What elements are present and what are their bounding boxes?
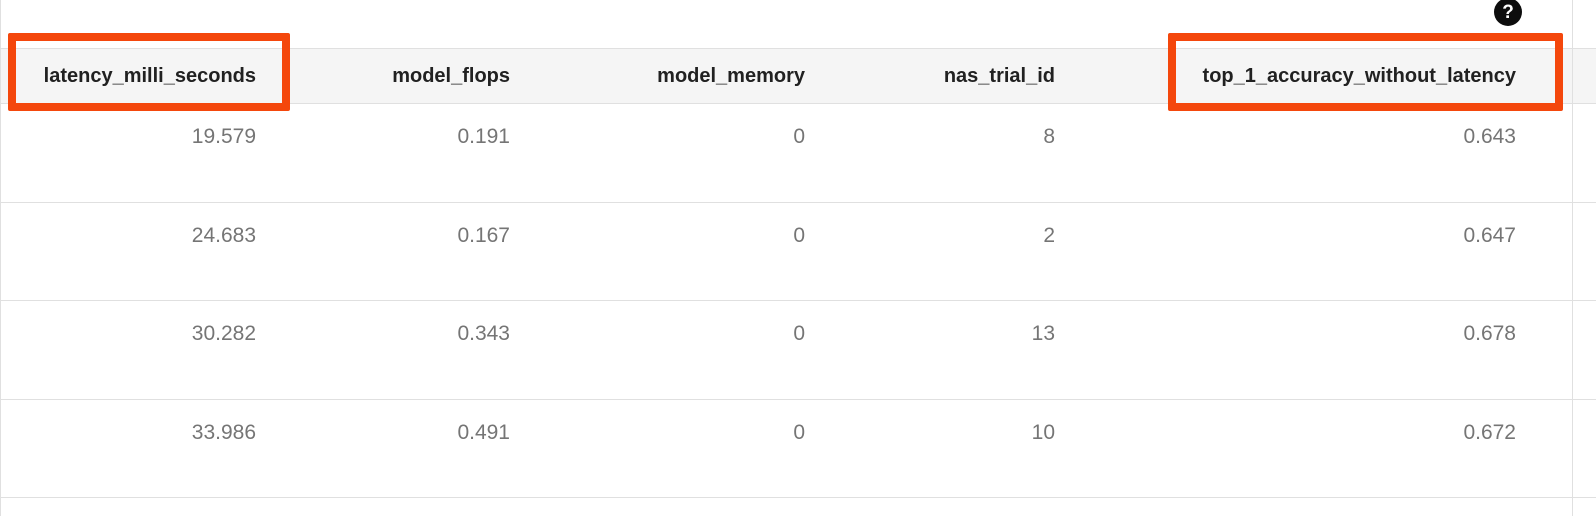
cell-top-1-accuracy: 0.643	[1463, 125, 1516, 148]
cell-model-flops: 0.191	[457, 125, 510, 148]
column-header-model-flops[interactable]: model_flops	[392, 65, 510, 87]
table-header-row: latency_milli_seconds model_flops model_…	[0, 48, 1596, 104]
cell-latency: 24.683	[191, 223, 256, 247]
column-header-nas-trial-id[interactable]: nas_trial_id	[943, 65, 1055, 87]
topbar: ?	[0, 0, 1596, 48]
table-row[interactable]: 33.986 0.491 0 10 0.672	[0, 399, 1596, 498]
cell-model-memory: 0	[793, 223, 805, 247]
cell-nas-trial-id: 10	[1031, 420, 1055, 444]
cell-overflow-sliver	[1573, 301, 1596, 399]
table-row[interactable]: 19.579 0.191 0 8 0.643	[0, 104, 1596, 203]
help-icon-glyph: ?	[1502, 1, 1514, 23]
table-row[interactable]: 30.282 0.343 0 13 0.678	[0, 301, 1596, 400]
cell-model-memory: 0	[793, 125, 805, 148]
table-left-boundary-line	[0, 0, 1, 516]
cell-model-memory: 0	[793, 420, 805, 444]
column-header-latency-milli-seconds[interactable]: latency_milli_seconds	[43, 65, 256, 87]
cell-top-1-accuracy: 0.647	[1463, 223, 1516, 247]
cell-top-1-accuracy: 0.672	[1463, 420, 1516, 444]
table-row-partial	[0, 498, 1596, 516]
cell-overflow-sliver	[1573, 203, 1596, 301]
help-icon[interactable]: ?	[1494, 0, 1522, 26]
column-header-model-memory[interactable]: model_memory	[657, 65, 805, 87]
cell-model-flops: 0.491	[457, 420, 510, 444]
cell-model-flops: 0.167	[457, 223, 510, 247]
cell-nas-trial-id: 13	[1031, 322, 1055, 345]
table-body: 19.579 0.191 0 8 0.643 24.683 0.167 0 2 …	[0, 104, 1596, 516]
table-row[interactable]: 24.683 0.167 0 2 0.647	[0, 202, 1596, 301]
cell-latency: 19.579	[191, 125, 256, 148]
table-right-boundary-line	[1572, 0, 1573, 516]
cell-latency: 33.986	[191, 420, 256, 444]
column-header-top-1-accuracy-without-latency[interactable]: top_1_accuracy_without_latency	[1202, 65, 1516, 87]
cell-latency: 30.282	[191, 322, 256, 345]
cell-model-flops: 0.343	[457, 322, 510, 345]
cell-nas-trial-id: 8	[1043, 125, 1055, 148]
cell-top-1-accuracy: 0.678	[1463, 322, 1516, 345]
cell-nas-trial-id: 2	[1043, 223, 1055, 247]
cell-model-memory: 0	[793, 322, 805, 345]
cell-overflow-sliver	[1573, 400, 1596, 498]
column-header-overflow-sliver	[1573, 49, 1596, 103]
cell-overflow-sliver	[1573, 104, 1596, 202]
